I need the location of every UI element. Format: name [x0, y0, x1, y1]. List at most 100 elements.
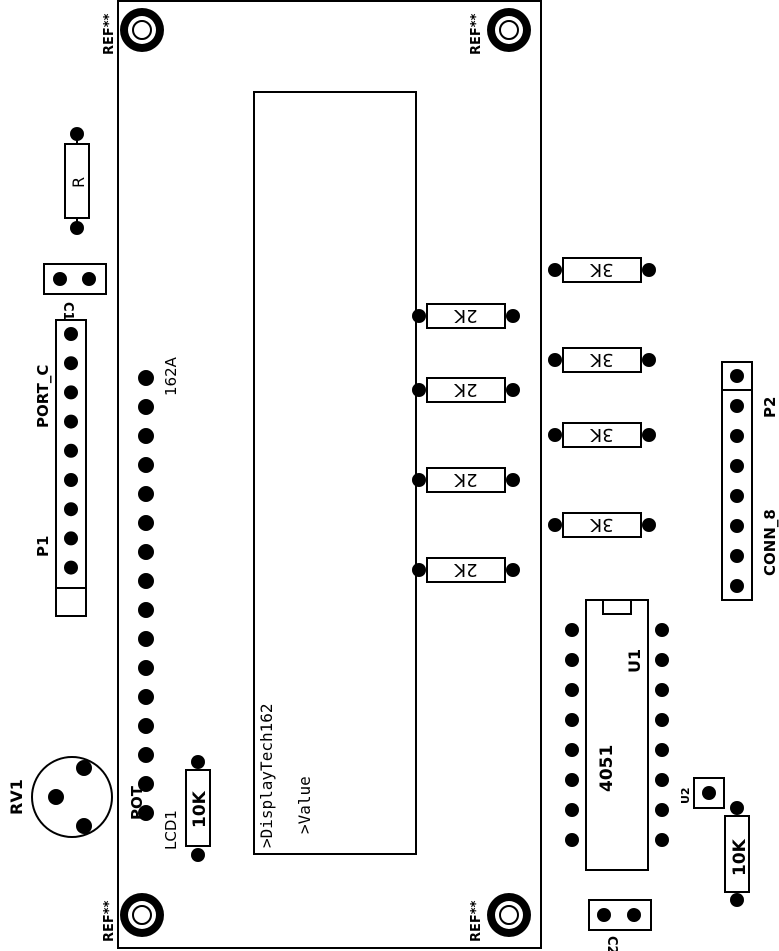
u1-pin	[655, 713, 669, 727]
u1-pin	[565, 653, 579, 667]
pot-label: POT	[128, 785, 146, 820]
lcd-display-window	[253, 91, 417, 855]
u1-pin	[655, 653, 669, 667]
capacitor-c1: C1	[43, 263, 107, 321]
u1-part-label: 4051	[597, 745, 617, 792]
p2-pin	[730, 579, 744, 593]
lcd-ref-label: LCD1	[162, 810, 180, 850]
lcd-pin	[138, 602, 154, 618]
lcd-pin	[138, 428, 154, 444]
lcd-pin	[138, 631, 154, 647]
trimmer-rv1: RV1	[7, 756, 113, 838]
p2-pin	[730, 549, 744, 563]
lcd-pin	[138, 573, 154, 589]
resistor-2k-label: 2K	[453, 559, 477, 580]
resistor-10k-left-label: 10K	[190, 790, 210, 828]
resistor-10k-left: 10K	[185, 755, 211, 862]
conn-8-label: CONN_8	[761, 509, 779, 576]
mounting-hole-tr	[487, 8, 531, 52]
p1-pin	[64, 473, 78, 487]
p2-pin	[730, 489, 744, 503]
p1-pin	[64, 502, 78, 517]
mounting-hole-bl	[120, 893, 164, 937]
resistor-2k: 2K	[412, 557, 520, 583]
p2-pin	[730, 429, 744, 443]
p2-pin	[730, 399, 744, 413]
u1-pin	[565, 683, 579, 697]
rv1-label: RV1	[7, 779, 26, 815]
c1-label: C1	[60, 302, 75, 321]
resistor-2k-label: 2K	[453, 305, 477, 326]
p1-pin	[64, 531, 78, 546]
p2-pin	[730, 459, 744, 473]
resistor-3k: 3K	[548, 512, 656, 538]
p1-pin	[64, 385, 78, 400]
u1-pin	[655, 743, 669, 757]
ref-label-bl: REF**	[102, 900, 117, 942]
resistor-10k-right-label: 10K	[730, 838, 750, 876]
capacitor-c2: C2	[588, 899, 652, 951]
lcd-pin	[138, 689, 154, 705]
lcd-pin	[138, 370, 154, 386]
p1-pin	[64, 443, 78, 458]
lcd-pin	[138, 660, 154, 676]
lcd-line-1: >DisplayTech162	[257, 704, 276, 849]
resistor-3k-label: 3K	[589, 424, 613, 445]
u1-pin	[655, 773, 669, 787]
u1-pin	[655, 833, 669, 847]
resistor-2k: 2K	[412, 467, 520, 493]
resistor-3k: 3K	[548, 347, 656, 373]
ref-label-tr: REF**	[469, 13, 484, 55]
u1-pin	[565, 623, 579, 637]
p1-pin	[64, 356, 78, 371]
lcd-pin	[138, 718, 154, 734]
u1-pin	[565, 713, 579, 727]
u1-pin	[565, 743, 579, 757]
lcd-pin	[138, 486, 154, 502]
ref-label-br: REF**	[469, 900, 484, 942]
lcd-pin	[138, 805, 154, 821]
lcd-pin	[138, 544, 154, 560]
p1-label: P1	[34, 536, 52, 557]
p2-pin	[730, 369, 744, 383]
lcd-pin-row	[138, 370, 154, 821]
port-c-label: PORT_C	[34, 365, 52, 428]
resistor-2k-label: 2K	[453, 379, 477, 400]
c2-label: C2	[604, 936, 619, 951]
p1-pin	[64, 327, 78, 341]
ref-label-tl: REF**	[102, 13, 117, 55]
resistor-10k-right: 10K	[724, 801, 750, 907]
lcd-pin	[138, 776, 154, 792]
resistor-3k: 3K	[548, 422, 656, 448]
resistor-2k: 2K	[412, 303, 520, 329]
p1-pin	[64, 560, 78, 575]
u1-pin	[565, 773, 579, 787]
connector-p2: P2 CONN_8	[721, 361, 779, 601]
lcd-pin	[138, 747, 154, 763]
resistor-3k-label: 3K	[589, 349, 613, 370]
lcd-pin	[138, 457, 154, 473]
resistor-r-label: R	[69, 177, 88, 188]
resistor-2k: 2K	[412, 377, 520, 403]
u1-pin	[565, 803, 579, 817]
lcd-line-2: >Value	[295, 776, 314, 834]
sensor-u2: U2	[679, 777, 725, 809]
connector-p1: PORT_C P1	[34, 319, 87, 617]
u1-label: U1	[625, 649, 644, 673]
p1-pin	[64, 414, 78, 429]
resistor-2k-label: 2K	[453, 469, 477, 490]
lcd-type-label: 162A	[162, 356, 180, 396]
u1-pin	[655, 623, 669, 637]
resistor-r: R	[64, 127, 90, 235]
resistor-3k-label: 3K	[589, 514, 613, 535]
mounting-hole-tl	[120, 8, 164, 52]
u2-label: U2	[679, 787, 692, 804]
p2-pin	[730, 519, 744, 533]
p2-label: P2	[761, 397, 779, 418]
u1-pin	[655, 683, 669, 697]
lcd-pin	[138, 399, 154, 415]
ic-u1: U1 4051	[565, 599, 669, 871]
mounting-hole-br	[487, 893, 531, 937]
resistor-3k-label: 3K	[589, 259, 613, 280]
